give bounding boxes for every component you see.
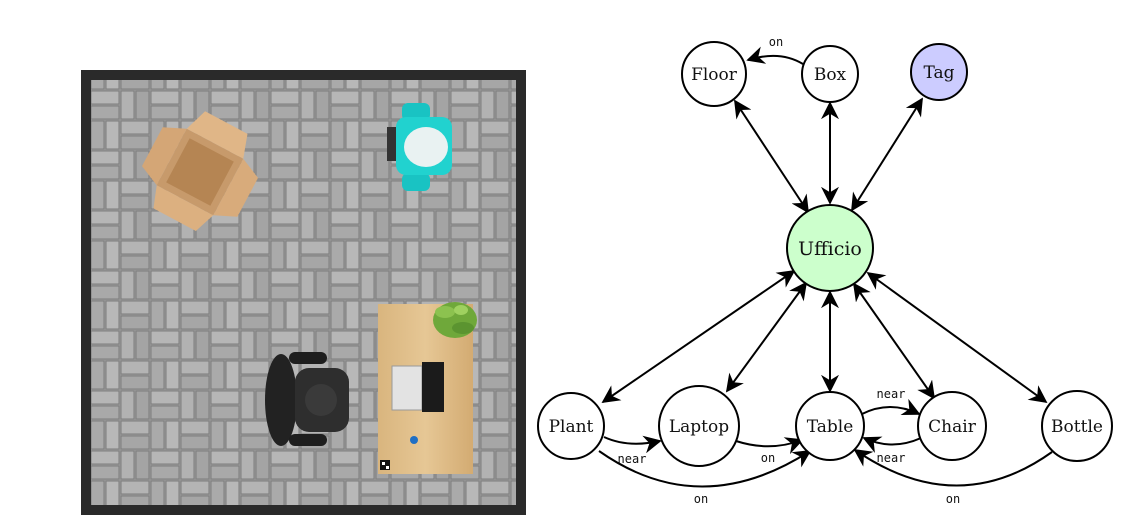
node-chair: Chair (917, 391, 987, 461)
node-laptop: Laptop (658, 385, 740, 467)
node-table-label: Table (807, 417, 854, 437)
node-ufficio-label: Ufficio (798, 238, 862, 260)
edge-label-table-chair: near (877, 387, 906, 401)
edge-ufficio-bottle (866, 271, 1048, 404)
edge-plant-laptop (603, 435, 662, 454)
node-tag-label: Tag (923, 63, 954, 83)
laptop-object (391, 362, 444, 412)
edge-floor-ufficio (734, 99, 809, 214)
edge-plant-table (598, 450, 812, 488)
edge-ufficio-chair (852, 282, 936, 400)
node-floor-label: Floor (691, 65, 738, 85)
edge-ufficio-plant (601, 269, 796, 404)
node-floor: Floor (681, 41, 747, 107)
node-chair-label: Chair (928, 417, 977, 437)
edge-label-laptop-table: on (761, 451, 775, 465)
edge-box-floor (746, 46, 804, 65)
node-laptop-label: Laptop (669, 417, 729, 437)
node-box: Box (801, 45, 859, 103)
edge-label-plant-table: on (694, 492, 708, 506)
edge-laptop-table (735, 437, 804, 455)
plant-object (433, 302, 477, 338)
bottle-object (410, 436, 418, 444)
node-bottle: Bottle (1041, 390, 1113, 462)
edge-bottle-table (853, 448, 1053, 487)
chair-object (265, 352, 349, 446)
node-ufficio: Ufficio (786, 204, 874, 292)
edge-label-bottle-table: on (946, 492, 960, 506)
node-tag: Tag (910, 43, 968, 101)
node-table: Table (795, 391, 865, 461)
edge-label-chair-table: near (877, 451, 906, 465)
edge-chair-table (862, 436, 922, 453)
node-plant-label: Plant (549, 417, 594, 437)
edge-label-box-floor: on (769, 35, 783, 49)
edge-ufficio-laptop (725, 281, 808, 393)
edge-tag-ufficio (851, 97, 923, 212)
node-bottle-label: Bottle (1051, 417, 1103, 437)
box-object (141, 111, 259, 231)
edge-table-chair (861, 398, 921, 416)
robot-object (387, 103, 452, 191)
office-scene (81, 70, 526, 515)
node-plant: Plant (537, 392, 605, 460)
edge-label-plant-laptop: near (618, 452, 647, 466)
node-box-label: Box (814, 65, 847, 85)
